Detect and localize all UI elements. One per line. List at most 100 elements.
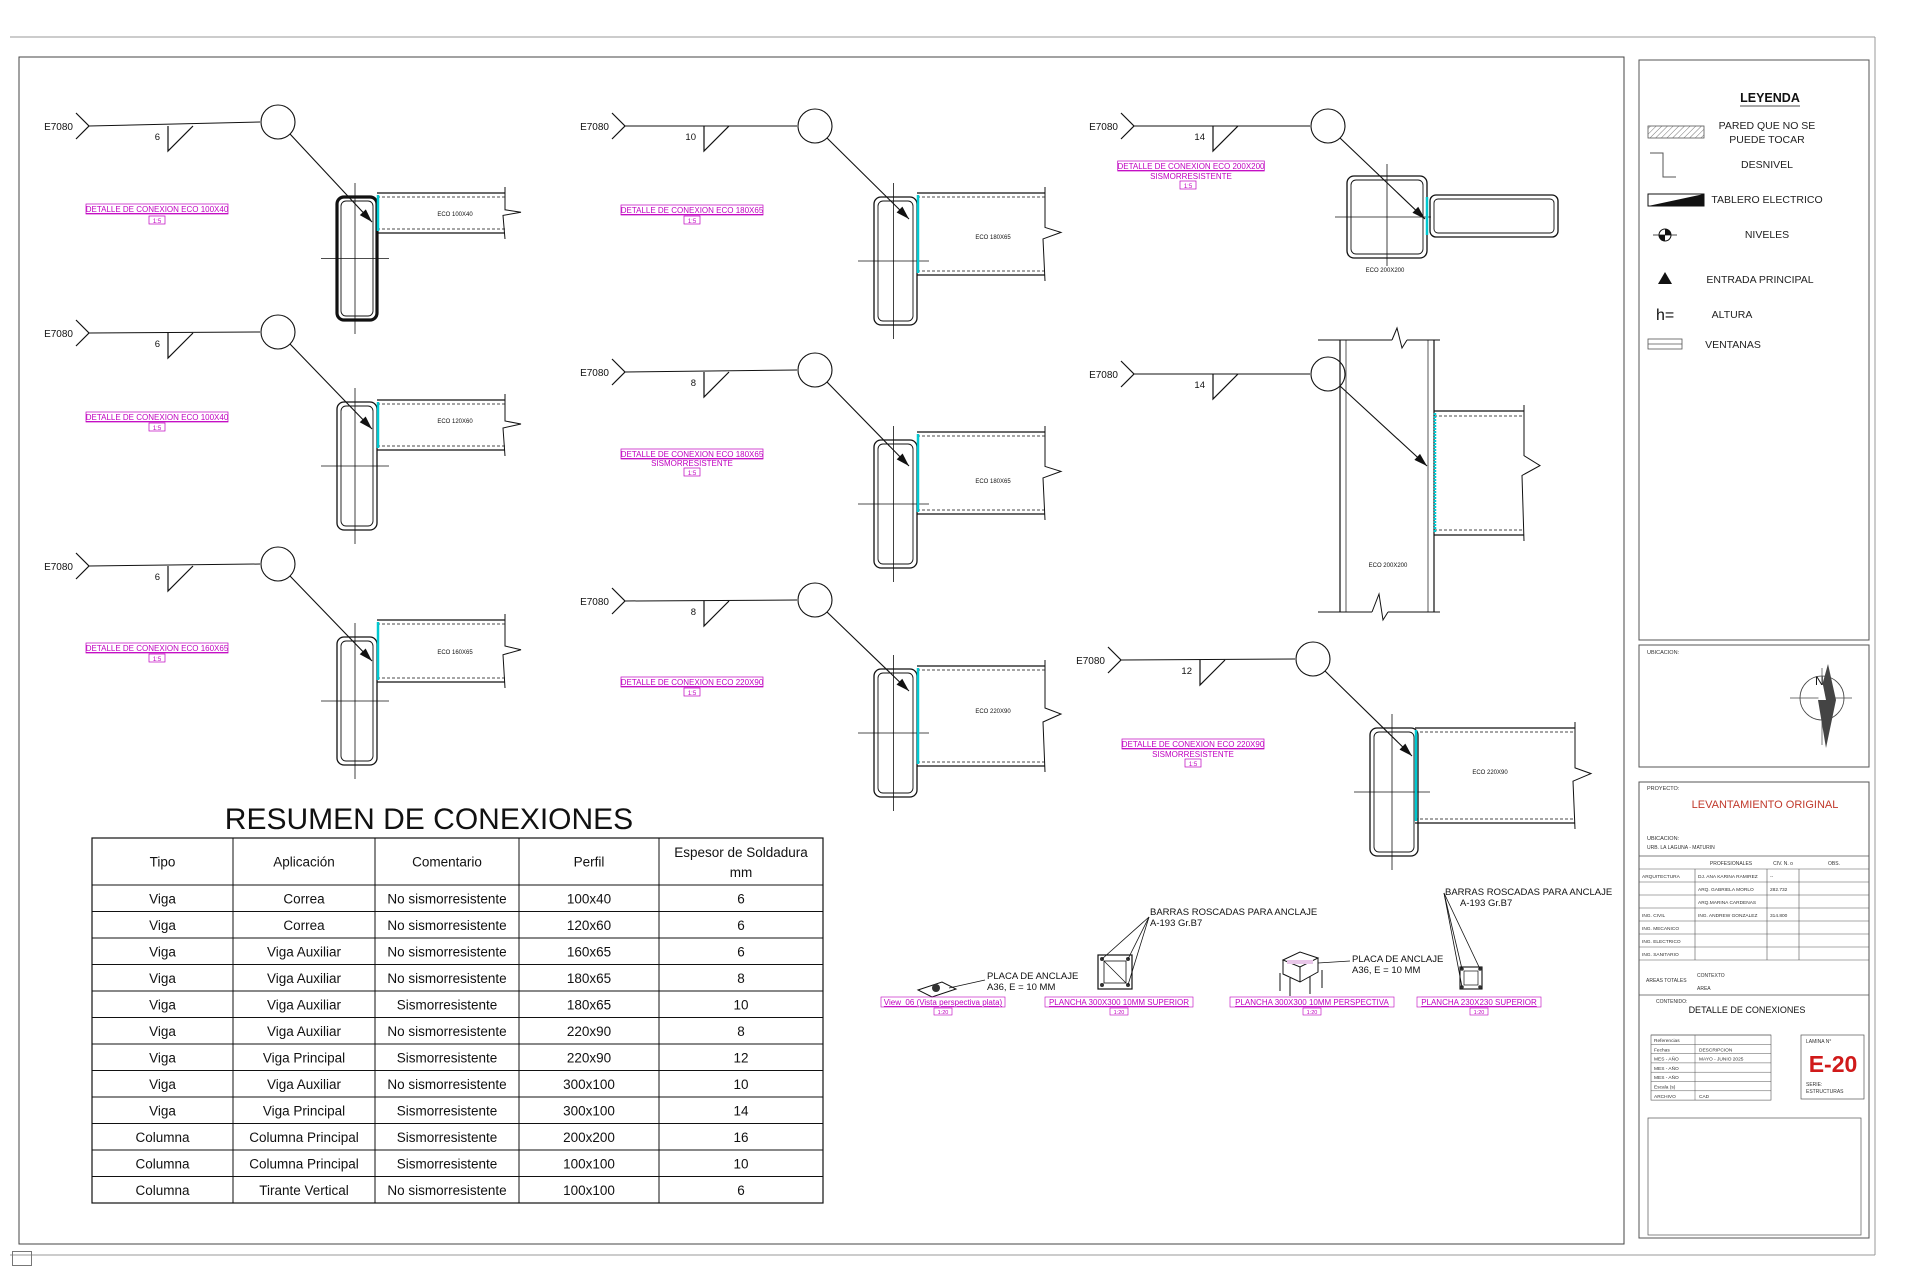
barras-leader	[1101, 916, 1150, 960]
grid-cell: ING. SANITARIO	[1642, 952, 1679, 958]
plate-top-diag	[1103, 960, 1127, 984]
table-cell: 220x90	[567, 1050, 611, 1065]
barras-label-3: BARRAS ROSCADAS PARA ANCLAJE	[1445, 887, 1612, 898]
placa-label-1: PLACA DE ANCLAJE	[987, 971, 1078, 982]
ref-cell: Fechas	[1654, 1047, 1670, 1053]
beam-inner	[1433, 198, 1555, 234]
title-block: PROYECTO: LEVANTAMIENTO ORIGINAL UBICACI…	[1638, 781, 1870, 1239]
grid-header: CIV. N. o	[1773, 861, 1793, 867]
caption-frame	[620, 448, 764, 460]
weld-size: 8	[691, 378, 696, 389]
weld-tail-icon	[1107, 646, 1122, 674]
electric-panel-icon	[1648, 194, 1704, 206]
anchor-scale-frame	[1109, 1007, 1129, 1016]
detail-caption: DETALLE DE CONEXION ECO 160X65	[86, 644, 229, 653]
grid-cell: 314.800	[1770, 913, 1788, 919]
barras-label-1: BARRAS ROSCADAS PARA ANCLAJE	[1150, 907, 1317, 918]
caption-frame	[1121, 738, 1265, 750]
table-cell: 6	[737, 891, 745, 906]
drawing-frame	[18, 56, 1625, 1245]
table-cell: Sismorresistente	[397, 1130, 498, 1145]
level-step-icon	[1650, 152, 1676, 178]
electrode-ref: E7080	[44, 329, 73, 340]
table-cell: 16	[733, 1130, 748, 1145]
leader-line	[289, 343, 373, 430]
hatched-wall-icon	[1647, 125, 1705, 139]
electrode-ref: E7080	[580, 597, 609, 608]
placa-label-4: A36, E = 10 MM	[1352, 965, 1420, 976]
stamp-area	[1647, 1117, 1862, 1236]
grid-cell: ARQUITECTURA	[1642, 874, 1681, 880]
weld-size: 14	[1194, 132, 1205, 143]
table-cell: Viga Principal	[263, 1050, 345, 1065]
table-cell: Viga Auxiliar	[267, 997, 342, 1012]
anchor-scale: 1:20	[1474, 1010, 1485, 1016]
barras-leader-2	[1443, 892, 1463, 988]
table-cell: 6	[737, 918, 745, 933]
caption-frame	[85, 203, 229, 215]
table-cell: Columna	[135, 1130, 190, 1145]
fillet-weld-icon	[1212, 373, 1239, 401]
location-label: UBICACION:	[1647, 650, 1680, 656]
small-plate-bolt	[932, 984, 940, 992]
anchor-scale-frame	[1469, 1007, 1489, 1016]
anchor-plate-details: PLACA DE ANCLAJE A36, E = 10 MM BARRAS ROS…	[880, 887, 1612, 1016]
table-cell: 6	[737, 1183, 745, 1198]
anchor-scale-frame	[933, 1007, 953, 1016]
area-label: AREA	[1697, 986, 1711, 992]
leader-arrowhead	[1414, 453, 1427, 466]
ref-cell: MES - AÑO	[1654, 1056, 1679, 1063]
table-cell: Columna	[135, 1156, 190, 1171]
electrode-ref: E7080	[580, 122, 609, 133]
leader-line	[826, 137, 910, 220]
plate-top-2-outer	[1459, 966, 1483, 990]
weld-size: 6	[155, 572, 160, 583]
leader-arrowhead	[1412, 206, 1425, 219]
scale-frame	[148, 653, 166, 663]
ref-frame	[1650, 1034, 1772, 1101]
ubicacion-value: URB. LA LAGUNA - MATURIN	[1647, 845, 1715, 851]
table-header: Tipo	[150, 855, 176, 870]
table-cell: Correa	[283, 918, 325, 933]
electrode-ref: E7080	[44, 122, 73, 133]
break-line	[1521, 405, 1541, 542]
table-cell: 12	[733, 1050, 748, 1065]
lamina-label: LAMINA N°	[1806, 1039, 1831, 1045]
table-cell: 100x40	[567, 891, 611, 906]
sheet-corner-box	[12, 1251, 32, 1266]
location-box	[1638, 644, 1870, 768]
table-cell: 10	[733, 1077, 748, 1092]
table-cell: Viga	[149, 1103, 176, 1118]
fillet-weld-icon	[167, 332, 194, 360]
leader-arrowhead	[1399, 743, 1412, 756]
table-header: Aplicación	[273, 855, 335, 870]
ubicacion-label: UBICACION:	[1647, 836, 1680, 842]
scale-frame	[148, 215, 166, 225]
reference-line	[1120, 658, 1296, 661]
break-line	[1042, 426, 1063, 521]
leader-arrowhead	[359, 648, 372, 661]
profile-label: ECO 100X40	[437, 212, 473, 218]
ref-cell: CAD	[1699, 1094, 1710, 1100]
weld-tail-icon	[1120, 112, 1135, 140]
profile-label: ECO 180X65	[975, 479, 1011, 485]
table-cell: Columna	[135, 1183, 190, 1198]
grid-cell: ARQ.MARINA CARDENAS	[1698, 900, 1756, 906]
weld-size: 12	[1181, 666, 1192, 677]
sheet-number: E-20	[1809, 1051, 1858, 1077]
table-cell: 220x90	[567, 1024, 611, 1039]
detail-subcaption: SISMORRESISTENTE	[1152, 750, 1234, 759]
table-cell: 180x65	[567, 971, 611, 986]
grid-cell: ING. ANDREW GONZALEZ	[1698, 913, 1758, 919]
table-cell: No sismorresistente	[387, 1024, 506, 1039]
table-cell: Tirante Vertical	[259, 1183, 349, 1198]
electrode-ref: E7080	[1076, 656, 1105, 667]
reference-line	[88, 331, 261, 334]
caption-frame	[1117, 160, 1265, 172]
table-cell: Sismorresistente	[397, 1103, 498, 1118]
leader-arrowhead	[359, 416, 372, 429]
